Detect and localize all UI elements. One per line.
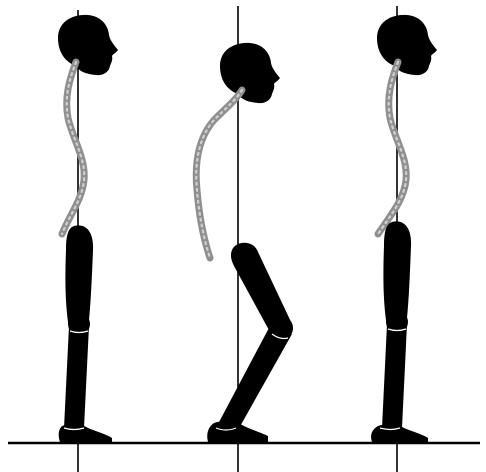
- spine: [378, 62, 406, 234]
- spine: [196, 90, 242, 258]
- shin: [64, 326, 89, 428]
- shin: [382, 324, 407, 428]
- head: [58, 15, 118, 75]
- head: [377, 15, 437, 75]
- foot: [371, 424, 428, 442]
- foot: [207, 421, 268, 442]
- thigh: [383, 221, 411, 326]
- head: [220, 43, 280, 103]
- figure-stooped-middle: [196, 6, 293, 472]
- spine: [62, 62, 84, 234]
- figure-upright-right: [371, 6, 437, 472]
- figure-upright-left: [58, 10, 118, 472]
- shin: [218, 326, 292, 430]
- foot: [59, 424, 112, 442]
